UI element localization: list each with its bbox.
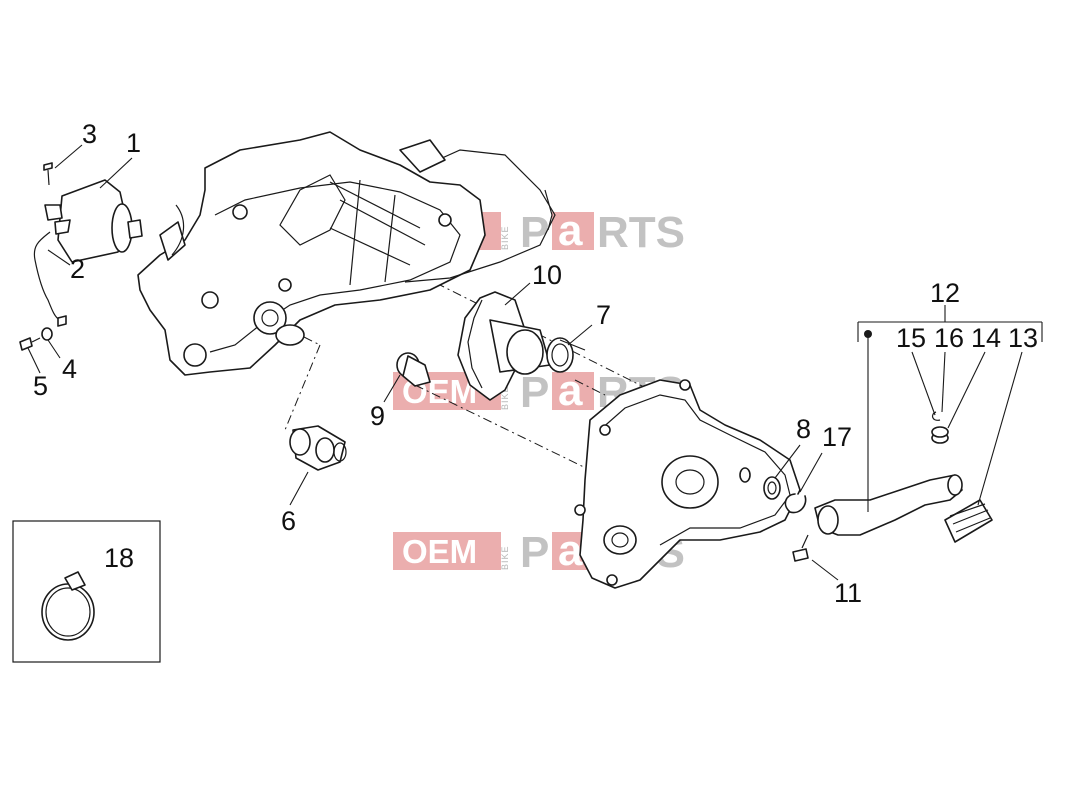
callout-4: 4 <box>62 354 77 384</box>
bolt-11 <box>792 534 809 562</box>
callout-6: 6 <box>281 506 296 536</box>
callout-11: 11 <box>834 578 862 608</box>
transmission-cover <box>574 379 801 589</box>
washer-4 <box>41 327 53 341</box>
watermark-bike-text: BIKE <box>500 545 510 570</box>
starter-cable <box>33 231 67 327</box>
watermark-a-text: a <box>558 366 583 415</box>
kick-lever <box>814 474 963 536</box>
leader-lines <box>27 144 1043 581</box>
rubber-13 <box>944 499 993 543</box>
callout-17: 17 <box>822 422 852 452</box>
watermark-a-text: a <box>558 206 583 255</box>
callout-13: 13 <box>1008 323 1038 353</box>
watermark-p-text: P <box>520 528 549 577</box>
circlip-17 <box>784 493 807 514</box>
starter-motor <box>44 179 143 263</box>
callout-5: 5 <box>33 371 48 401</box>
watermark-bike-text: BIKE <box>500 225 510 250</box>
callout-1: 1 <box>126 128 141 158</box>
watermark-rts-text: RTS <box>597 208 685 257</box>
seal-8 <box>763 476 781 500</box>
screw-3 <box>43 162 53 186</box>
callout-9: 9 <box>370 401 385 431</box>
spring-7 <box>546 337 586 373</box>
callout-10: 10 <box>532 260 562 290</box>
callouts: 1 2 3 4 5 6 7 8 9 10 11 12 13 14 15 16 1… <box>33 119 1038 608</box>
watermark-p-text: P <box>520 368 549 417</box>
callout-15: 15 <box>896 323 926 353</box>
gear-9 <box>396 352 431 387</box>
watermark-p-text: P <box>520 208 549 257</box>
watermark-bike-text: BIKE <box>500 385 510 410</box>
watermark-oem-text: OEM <box>402 533 477 570</box>
callout-8: 8 <box>796 414 811 444</box>
parts-14-16 <box>931 411 949 444</box>
crankcase <box>137 131 556 376</box>
callout-3: 3 <box>82 119 97 149</box>
gear-shaft-6 <box>289 425 347 471</box>
part-18-box <box>12 520 161 663</box>
callout-2: 2 <box>70 254 85 284</box>
callout-18: 18 <box>104 543 134 573</box>
callout-7: 7 <box>596 300 611 330</box>
sector-gear-10 <box>457 291 551 401</box>
callout-16: 16 <box>934 323 964 353</box>
bolt-5 <box>19 337 41 351</box>
callout-12: 12 <box>930 278 960 308</box>
callout-14: 14 <box>971 323 1001 353</box>
watermark-a-text: a <box>558 526 583 575</box>
